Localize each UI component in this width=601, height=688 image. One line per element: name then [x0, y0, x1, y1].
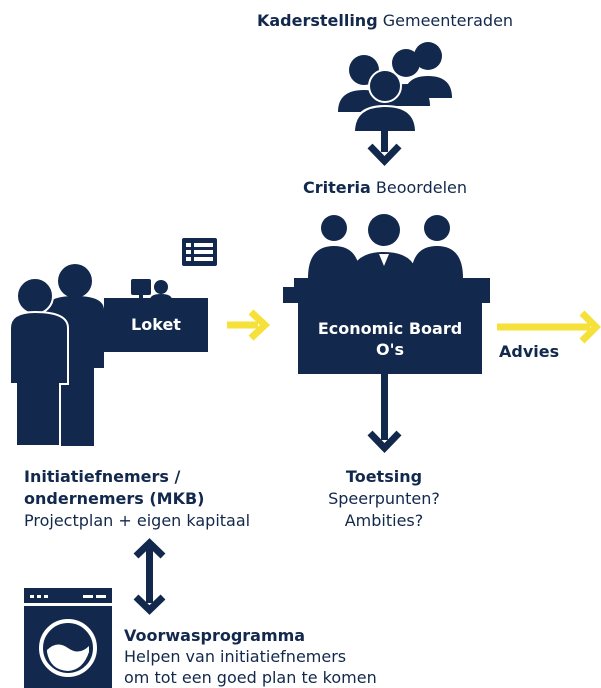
advies-label: Advies — [499, 342, 560, 361]
list-icon — [182, 238, 217, 266]
kaderstelling-label: Kaderstelling Gemeenteraden — [0, 11, 601, 31]
initiatiefnemers-line1: Initiatiefnemers / — [24, 467, 181, 486]
loket-label: Loket — [131, 315, 181, 334]
kaderstelling-bold: Kaderstelling — [256, 11, 378, 30]
arrow-down-1 — [367, 130, 402, 167]
board-line1: Economic Board — [317, 319, 463, 338]
voorwas-line1: Helpen van initiatiefnemers — [124, 647, 347, 666]
arrow-right-yellow-1 — [227, 309, 271, 341]
initiatiefnemers-line2: ondernemers (MKB) — [24, 489, 205, 508]
voorwas-title: Voorwasprogramma — [124, 626, 306, 645]
toetsing-line1: Speerpunten? — [328, 489, 440, 508]
voorwas-line2: om tot een goed plan te komen — [124, 668, 377, 687]
two-people-icon — [9, 264, 104, 447]
group-people-icon — [338, 42, 452, 133]
toetsing-block: Toetsing Speerpunten? Ambities? — [304, 466, 464, 532]
toetsing-line2: Ambities? — [344, 511, 424, 530]
arrow-right-yellow-2 — [497, 310, 601, 344]
initiatiefnemers-line3: Projectplan + eigen kapitaal — [24, 511, 251, 530]
criteria-label: Criteria Beoordelen — [0, 178, 601, 198]
washing-machine-icon — [24, 588, 112, 688]
initiatiefnemers-block: Initiatiefnemers / ondernemers (MKB) Pro… — [24, 466, 250, 532]
board-members-icon — [308, 214, 463, 282]
board-desk — [283, 278, 490, 374]
voorwas-block: Voorwasprogramma Helpen van initiatiefne… — [124, 625, 377, 688]
kaderstelling-rest: Gemeenteraden — [382, 11, 514, 30]
criteria-rest: Beoordelen — [375, 178, 467, 197]
counter-desk-icon — [104, 279, 208, 352]
double-arrow-vertical — [133, 538, 166, 615]
board-line2: O's — [375, 340, 405, 359]
board-label: Economic Board O's — [298, 318, 482, 360]
criteria-bold: Criteria — [302, 178, 371, 197]
toetsing-title: Toetsing — [345, 467, 423, 486]
arrow-down-2 — [367, 372, 402, 454]
